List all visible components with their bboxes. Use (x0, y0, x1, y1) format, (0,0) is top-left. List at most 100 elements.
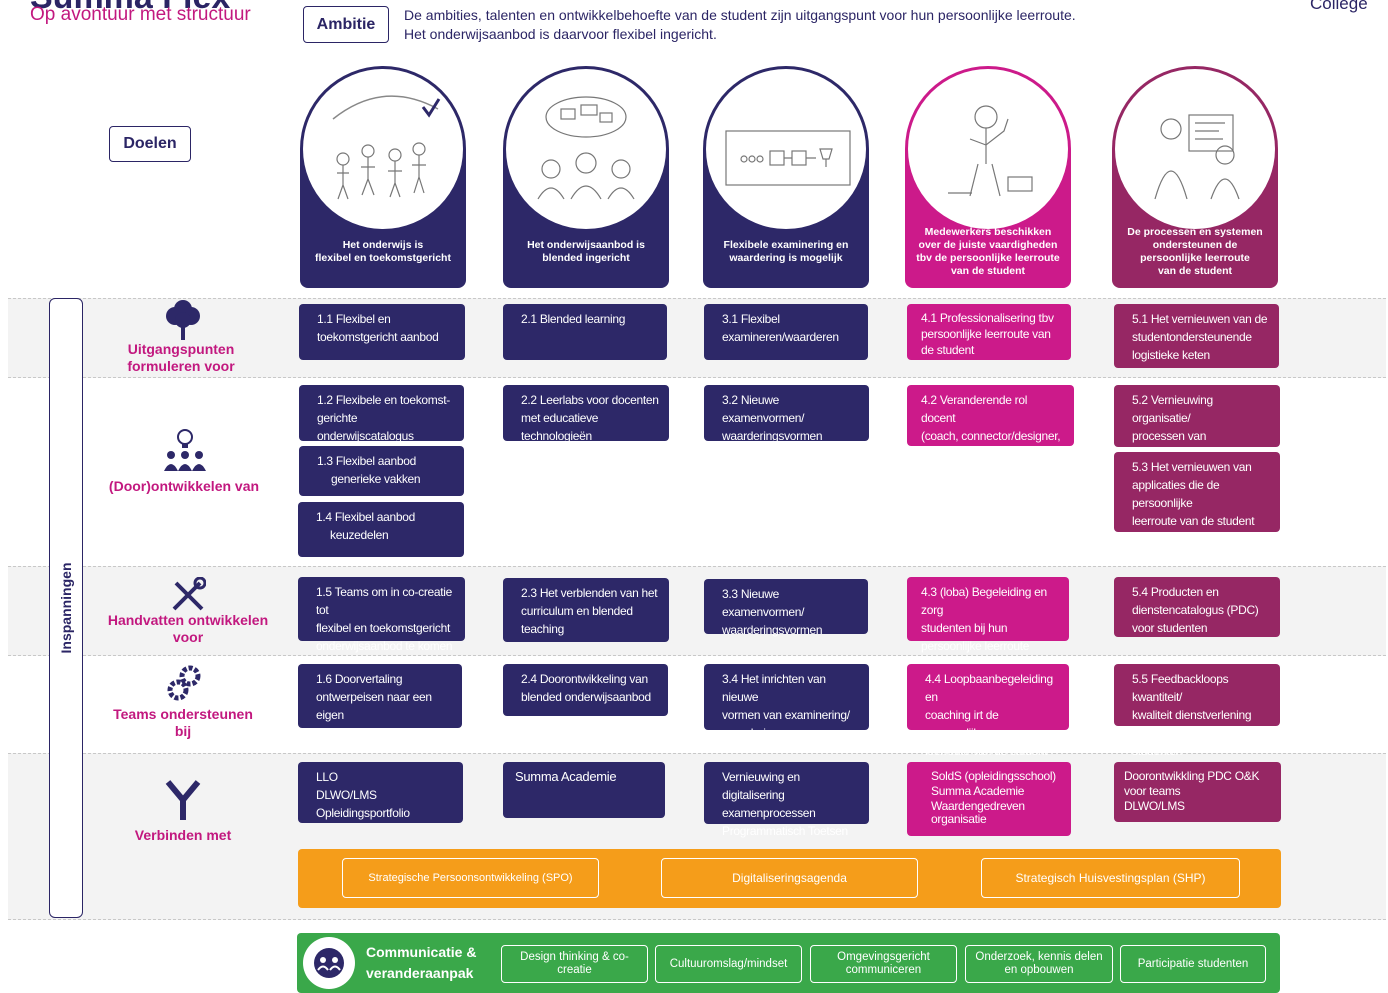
box-2-4[interactable]: 2.4 Doorontwikkeling van blended onderwij… (503, 664, 668, 716)
communication-item-design-thinking[interactable]: Design thinking & co-creatie (501, 945, 648, 983)
box-verbinden-1-line-3: Opleidingsportfolio (316, 806, 410, 820)
box-2-1-line-1: 2.1 Blended learning (521, 312, 626, 326)
box-4-3-line-1: 4.3 (loba) Begeleiding en zorg (921, 585, 1047, 617)
box-1-2[interactable]: 1.2 Flexibele en toekomst-gerichte onder… (299, 385, 464, 443)
box-5-2[interactable]: 5.2 Vernieuwing organisatie/processen va… (1114, 385, 1280, 461)
strategy-item-digitalisering[interactable]: Digitaliseringsagenda (661, 858, 918, 898)
box-3-2-line-2: waarderingsvormen (722, 429, 823, 443)
box-5-3-line-2: applicaties die de persoonlijke (1132, 478, 1220, 510)
goal-4-line-3: tbv de persoonlijke leerroute (916, 252, 1060, 264)
box-2-2-line-2: met educatieve technologieën (521, 411, 599, 443)
strategy-item-spo[interactable]: Strategische Persoonsontwikkeling (SPO) (342, 858, 599, 898)
box-verbinden-1-line-2: DLWO/LMS (316, 788, 377, 802)
box-3-1-line-2: examineren/waarderen (722, 330, 839, 344)
box-3-3[interactable]: 3.3 Nieuwe examenvormen/waarderingsvorme… (704, 579, 868, 637)
app-title: Summa Flex (30, 0, 230, 17)
communication-item-onderzoek[interactable]: Onderzoek, kennis delen en opbouwen (965, 945, 1113, 983)
goal-4-illustration (908, 69, 1068, 229)
box-2-1[interactable]: 2.1 Blended learning (503, 304, 667, 360)
box-2-3-line-1: 2.3 Het verblenden van het (521, 586, 658, 600)
box-verbinden-4-line-2: Summa Academie (931, 784, 1025, 798)
box-verbinden-2[interactable]: Summa Academie (503, 762, 665, 818)
goal-3-illustration (706, 69, 866, 229)
goal-2-line-1: Het onderwijsaanbod is (527, 239, 645, 251)
goal-4-line-4: van de student (950, 265, 1026, 277)
communication-badge (303, 937, 355, 989)
box-4-4[interactable]: 4.4 Loopbaanbegeleiding en coaching irt d… (907, 664, 1069, 758)
box-3-1[interactable]: 3.1 Flexibel examineren/waarderen (704, 304, 868, 360)
box-1-2-line-1: 1.2 Flexibele en toekomst- (317, 393, 450, 407)
box-5-5-line-3: studenten (1132, 744, 1183, 758)
box-5-5[interactable]: 5.5 Feedbackloops kwantiteit/kwaliteit d… (1114, 664, 1280, 758)
box-3-2-line-1: 3.2 Nieuwe examenvormen/ (722, 393, 805, 425)
box-4-4-line-1: 4.4 Loopbaanbegeleiding en (925, 672, 1053, 704)
box-5-2-line-1: 5.2 Vernieuwing organisatie/ (1132, 393, 1213, 425)
box-verbinden-3-line-3: Programmatisch Toetsen (722, 824, 848, 838)
box-3-2[interactable]: 3.2 Nieuwe examenvormen/waarderingsvorme… (704, 385, 869, 443)
box-4-4-line-2: coaching irt de persoonlijke (925, 708, 999, 740)
box-5-5-line-1: 5.5 Feedbackloops kwantiteit/ (1132, 672, 1229, 704)
communication-item-participatie[interactable]: Participatie studenten (1120, 945, 1266, 983)
box-1-5-line-3: onderwijsaanbod te komen (316, 639, 453, 653)
row-label-handvatten-1: Handvatten ontwikkelen (107, 612, 269, 628)
row-label-handvatten-2: voor (172, 629, 204, 645)
goal-1-line-2: flexibel en toekomstgericht (315, 252, 451, 264)
box-4-4-line-3: leerroute van de student (925, 744, 1048, 758)
box-3-1-line-1: 3.1 Flexibel (722, 312, 780, 326)
box-5-2-line-2: processen van (1132, 429, 1207, 443)
communication-item-omgevingsgericht[interactable]: Omgevingsgericht communiceren (810, 945, 957, 983)
communication-item-cultuuromslag[interactable]: Cultuuromslag/mindset (655, 945, 802, 983)
box-4-2[interactable]: 4.2 Veranderende rol docent(coach, conne… (907, 385, 1074, 461)
goal-4-line-2: over de juiste vaardigheden (918, 239, 1058, 251)
row-label-teams-1: Teams ondersteunen (113, 706, 253, 722)
thinking-group-icon (537, 96, 635, 200)
strategy-item-shp[interactable]: Strategisch Huisvestingsplan (SHP) (981, 858, 1240, 898)
box-verbinden-4-line-4: organisatie (931, 812, 987, 826)
box-2-2-line-1: 2.2 Leerlabs voor docenten (521, 393, 659, 407)
app-subtitle: Op avontuur met structuur (30, 4, 251, 25)
goal-5-line-2: ondersteunen de (1152, 239, 1238, 251)
box-2-2[interactable]: 2.2 Leerlabs voor docenten met educatieve… (503, 385, 669, 443)
flowchart-board-icon (725, 130, 851, 186)
box-5-4-line-3: voor studenten (1132, 621, 1208, 635)
box-2-4-line-1: 2.4 Doorontwikkeling van (521, 672, 648, 686)
row-label-verbinden-1: Verbinden met (134, 827, 232, 843)
connect-icon (165, 780, 201, 820)
box-5-4-line-2: dienstencatalogus (PDC) (1132, 603, 1259, 617)
box-verbinden-5-line-3: DLWO/LMS (1124, 799, 1185, 813)
box-1-1-line-1: 1.1 Flexibel en (317, 312, 391, 326)
people-connect-icon (314, 948, 344, 978)
team-idea-icon (164, 429, 206, 471)
goal-5-line-1: De processen en systemen (1127, 226, 1263, 238)
ambitie-line-1: De ambities, talenten en ontwikkelbehoef… (404, 7, 1076, 23)
goal-3-line-2: waardering is mogelijk (729, 252, 843, 264)
goal-1-illustration (303, 69, 463, 229)
college-logo-text: College (1310, 0, 1368, 13)
box-verbinden-2-line-1: Summa Academie (515, 769, 617, 784)
box-2-4-line-2: blended onderwijsaanbod (521, 690, 651, 704)
tools-icon (172, 577, 206, 611)
box-verbinden-4-line-3: Waardengedreven (931, 799, 1025, 813)
row-label-teams: Teams ondersteunen bij (88, 706, 278, 740)
